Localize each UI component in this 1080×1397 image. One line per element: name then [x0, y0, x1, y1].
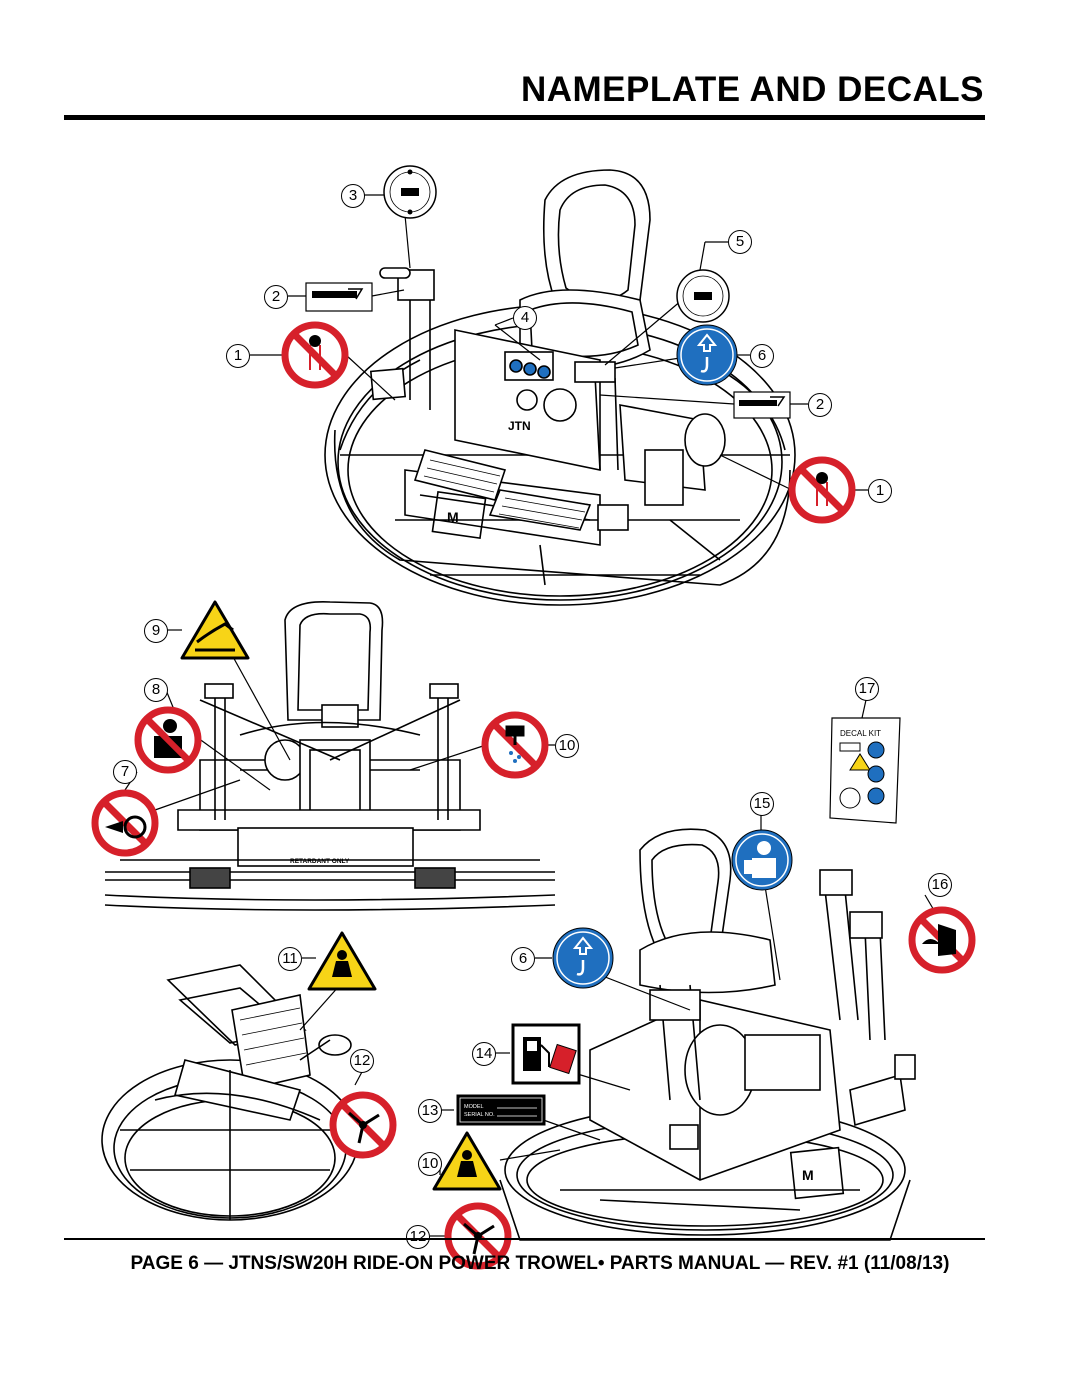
callout-2: 2 — [264, 285, 288, 309]
svg-text:RETARDANT ONLY: RETARDANT ONLY — [290, 858, 350, 865]
page-title: NAMEPLATE AND DECALS — [520, 70, 984, 109]
machine-top-view: M JTN — [324, 169, 796, 606]
callout-5: 5 — [728, 230, 752, 254]
callout-14: 14 — [472, 1042, 496, 1066]
callout-1: 1 — [226, 344, 250, 368]
callout-10: 10 — [555, 734, 579, 758]
callout-4: 4 — [513, 306, 537, 330]
callout-6: 6 — [511, 947, 535, 971]
callout-16: 16 — [928, 873, 952, 897]
callout-8: 8 — [144, 678, 168, 702]
callout-1: 1 — [868, 479, 892, 503]
machine-side-view: M — [499, 828, 916, 1241]
callout-17: 17 — [855, 677, 879, 701]
callout-12: 12 — [406, 1225, 430, 1249]
footer-rule — [64, 1238, 985, 1240]
header-rule — [64, 115, 985, 120]
svg-text:JTN: JTN — [508, 419, 531, 433]
svg-text:M: M — [447, 509, 459, 525]
callout-15: 15 — [750, 792, 774, 816]
callout-11: 11 — [278, 947, 302, 971]
callout-3: 3 — [341, 184, 365, 208]
callout-10: 10 — [418, 1152, 442, 1176]
callout-9: 9 — [144, 619, 168, 643]
callout-2: 2 — [808, 393, 832, 417]
svg-text:SERIAL NO.: SERIAL NO. — [464, 1112, 495, 1118]
svg-text:DECAL KIT: DECAL KIT — [840, 729, 881, 738]
svg-text:MODEL: MODEL — [464, 1104, 484, 1110]
machine-rear-view — [101, 964, 359, 1221]
machine-front-view: RETARDANT ONLY — [104, 601, 556, 911]
page-footer: PAGE 6 — JTNS/SW20H RIDE-ON POWER TROWEL… — [130, 1253, 950, 1274]
callout-6: 6 — [750, 344, 774, 368]
callout-7: 7 — [113, 760, 137, 784]
callout-12: 12 — [350, 1049, 374, 1073]
svg-text:M: M — [802, 1167, 814, 1183]
callout-13: 13 — [418, 1099, 442, 1123]
